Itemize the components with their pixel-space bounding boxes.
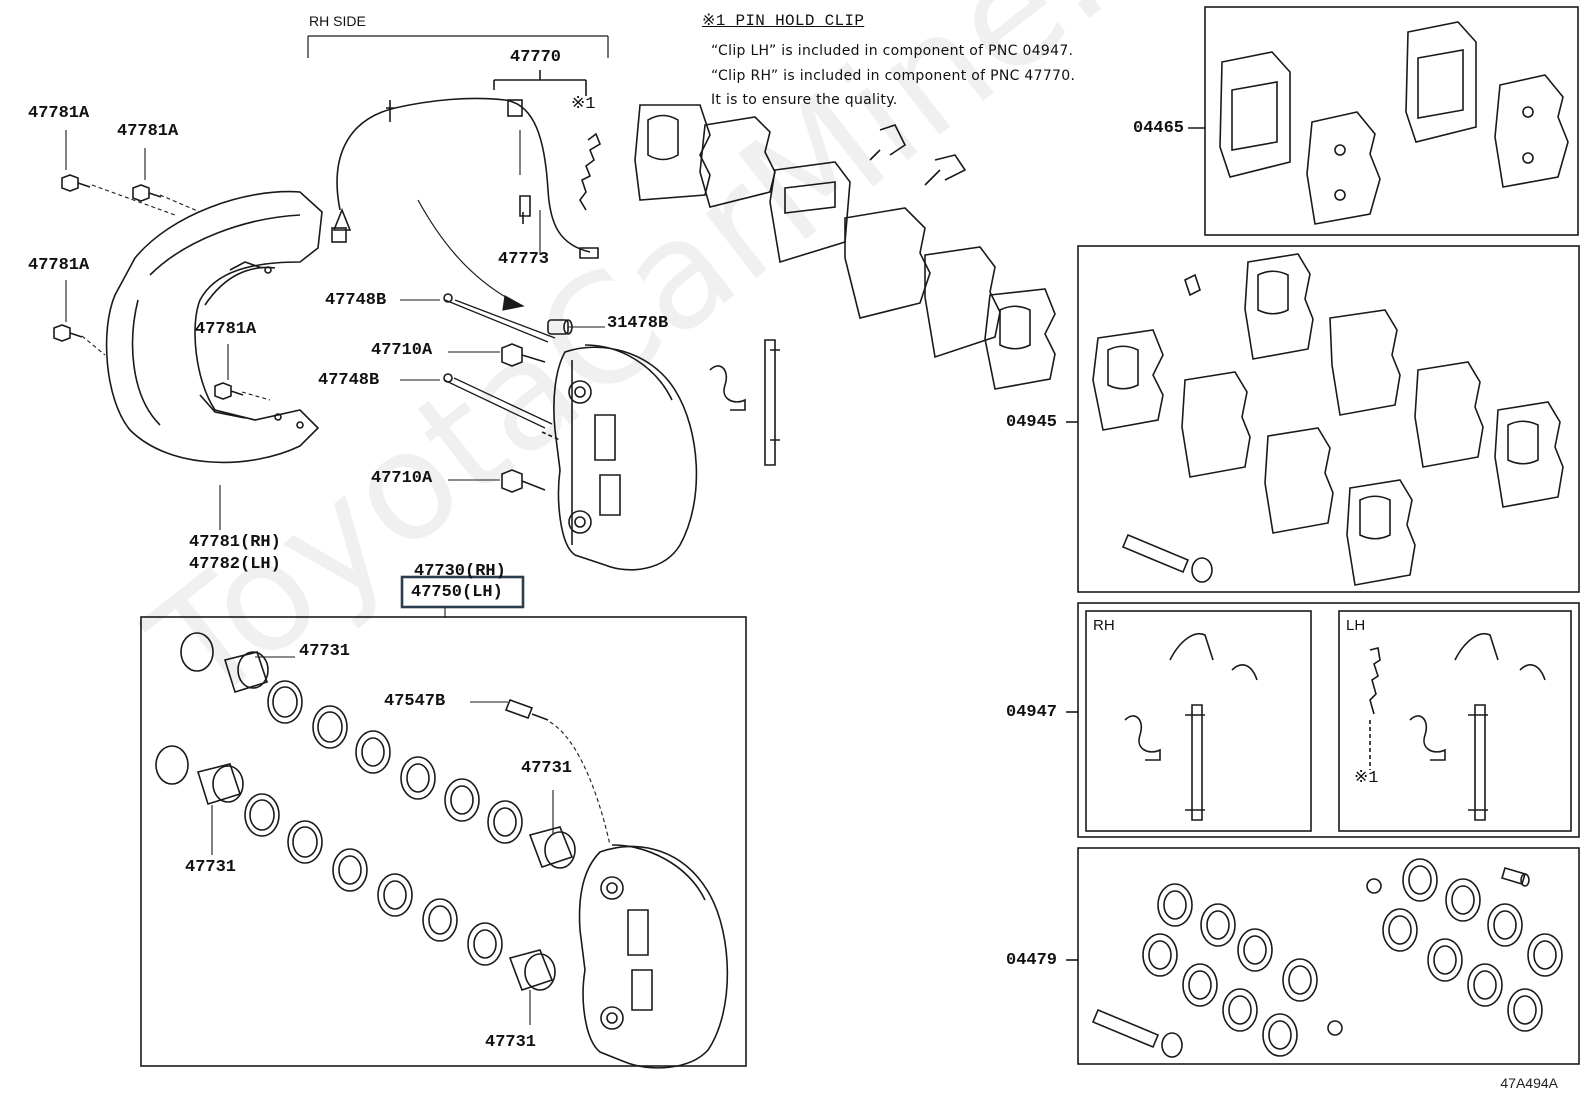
bolts-47781A xyxy=(53,174,244,400)
seals-04479 xyxy=(1066,858,1563,1058)
lh-subgroup-label: LH xyxy=(1346,617,1366,634)
part-label-47710A[interactable]: 47710A xyxy=(371,469,433,488)
frame-04945 xyxy=(1077,245,1580,593)
rh-subgroup-label: RH xyxy=(1093,617,1115,634)
frame-caliper-kit xyxy=(140,616,747,1067)
part-label-47781-rh[interactable]: 47781(RH) xyxy=(189,533,281,552)
frame-04479 xyxy=(1077,847,1580,1065)
part-label-47748B[interactable]: 47748B xyxy=(325,291,387,310)
part-label-47731[interactable]: 47731 xyxy=(299,642,351,661)
note-line-3: It is to ensure the quality. xyxy=(711,92,898,108)
sensor-wire-47770 xyxy=(331,70,601,259)
part-label-47710A[interactable]: 47710A xyxy=(371,341,433,360)
pads-center xyxy=(634,104,1056,466)
part-label-47781A[interactable]: 47781A xyxy=(117,122,179,141)
part-label-47781A[interactable]: 47781A xyxy=(28,104,90,123)
part-label-04945[interactable]: 04945 xyxy=(1006,413,1058,432)
part-label-47547B[interactable]: 47547B xyxy=(384,692,446,711)
reference-mark: ※1 xyxy=(571,95,596,114)
leader-lines-kit xyxy=(211,130,554,1025)
note-title: ※1 PIN HOLD CLIP xyxy=(702,12,865,30)
frame-04947 xyxy=(1077,602,1580,838)
part-label-47781A[interactable]: 47781A xyxy=(28,256,90,275)
part-label-47730-rh[interactable]: 47730(RH) xyxy=(414,562,506,581)
part-label-47750-lh[interactable]: 47750(LH) xyxy=(411,583,503,602)
leader-lines-caliper xyxy=(400,299,500,618)
caliper-assembly xyxy=(443,293,698,571)
diagram-code: 47A494A xyxy=(1500,1075,1558,1091)
part-label-47731[interactable]: 47731 xyxy=(485,1033,537,1052)
part-label-47731[interactable]: 47731 xyxy=(521,759,573,778)
pads-04465 xyxy=(1188,21,1569,225)
part-label-04479[interactable]: 04479 xyxy=(1006,951,1058,970)
part-label-47770[interactable]: 47770 xyxy=(510,48,562,67)
reference-mark: ※1 xyxy=(1354,769,1379,788)
part-label-04465[interactable]: 04465 xyxy=(1133,119,1185,138)
highlight-47750 xyxy=(400,575,525,609)
part-label-47731[interactable]: 47731 xyxy=(185,858,237,877)
rh-side-bracket xyxy=(307,35,609,58)
part-label-47748B[interactable]: 47748B xyxy=(318,371,380,390)
part-label-47781A[interactable]: 47781A xyxy=(195,320,257,339)
frame-04465 xyxy=(1204,6,1579,236)
rh-side-label: RH SIDE xyxy=(309,13,366,29)
dust-shield xyxy=(105,190,323,464)
clips-04947 xyxy=(1066,633,1546,821)
pads-04945 xyxy=(1066,253,1564,586)
part-label-47782-lh[interactable]: 47782(LH) xyxy=(189,555,281,574)
note-line-1: “Clip LH” is included in component of PN… xyxy=(711,43,1074,59)
note-line-2: “Clip RH” is included in component of PN… xyxy=(711,68,1076,84)
part-label-04947[interactable]: 04947 xyxy=(1006,703,1058,722)
assembly-arrow xyxy=(417,199,525,311)
caliper-kit-parts xyxy=(155,632,729,1069)
leader-lines-left xyxy=(65,130,271,530)
part-label-47773[interactable]: 47773 xyxy=(498,250,550,269)
part-label-31478B[interactable]: 31478B xyxy=(607,314,669,333)
